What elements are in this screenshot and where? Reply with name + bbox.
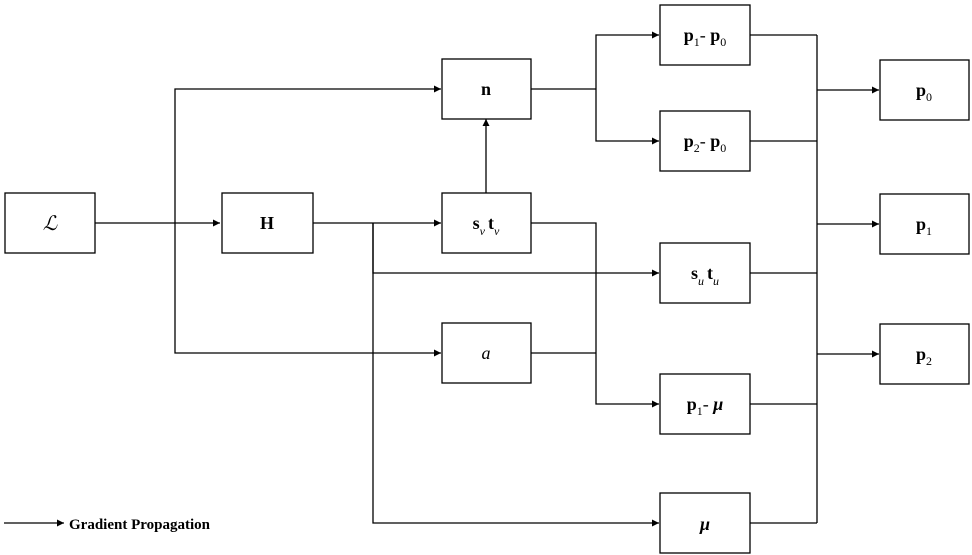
node-loss: ℒ bbox=[4, 192, 96, 254]
node-p0-label: p0 bbox=[916, 80, 932, 104]
node-p2: p2 bbox=[879, 323, 970, 385]
node-p1-minus-p0: p1- p0 bbox=[659, 4, 751, 66]
edge-loss-to-a bbox=[174, 223, 441, 357]
node-H-label: H bbox=[260, 213, 274, 233]
node-p1: p1 bbox=[879, 193, 970, 255]
node-p1-minus-mu-label: p1- μ bbox=[687, 394, 724, 418]
node-loss-label: ℒ bbox=[43, 213, 58, 235]
node-H: H bbox=[221, 192, 314, 254]
node-n: n bbox=[441, 58, 532, 120]
legend-label: Gradient Propagation bbox=[69, 517, 211, 533]
node-p0: p0 bbox=[879, 59, 970, 121]
edge-n-to-p1p0 bbox=[595, 31, 659, 89]
node-a-label: a bbox=[482, 343, 491, 363]
edge-loss-to-n bbox=[174, 85, 441, 223]
edges bbox=[4, 31, 879, 527]
node-p2-minus-p0-label: p2- p0 bbox=[684, 131, 727, 155]
node-p1-label: p1 bbox=[916, 214, 932, 238]
edge-svtv-to-p1mu bbox=[531, 222, 659, 408]
node-mu: μ bbox=[659, 492, 751, 554]
edge-H-to-mu bbox=[372, 223, 659, 527]
node-p2-label: p2 bbox=[916, 344, 932, 368]
node-a: a bbox=[441, 322, 532, 384]
node-p1-minus-mu: p1- μ bbox=[659, 373, 751, 435]
edge-n-to-p2p0 bbox=[595, 89, 659, 145]
node-n-label: n bbox=[481, 79, 491, 99]
node-p2-minus-p0: p2- p0 bbox=[659, 110, 751, 172]
node-p1-minus-p0-label: p1- p0 bbox=[684, 25, 727, 49]
node-mu-label: μ bbox=[699, 514, 710, 534]
